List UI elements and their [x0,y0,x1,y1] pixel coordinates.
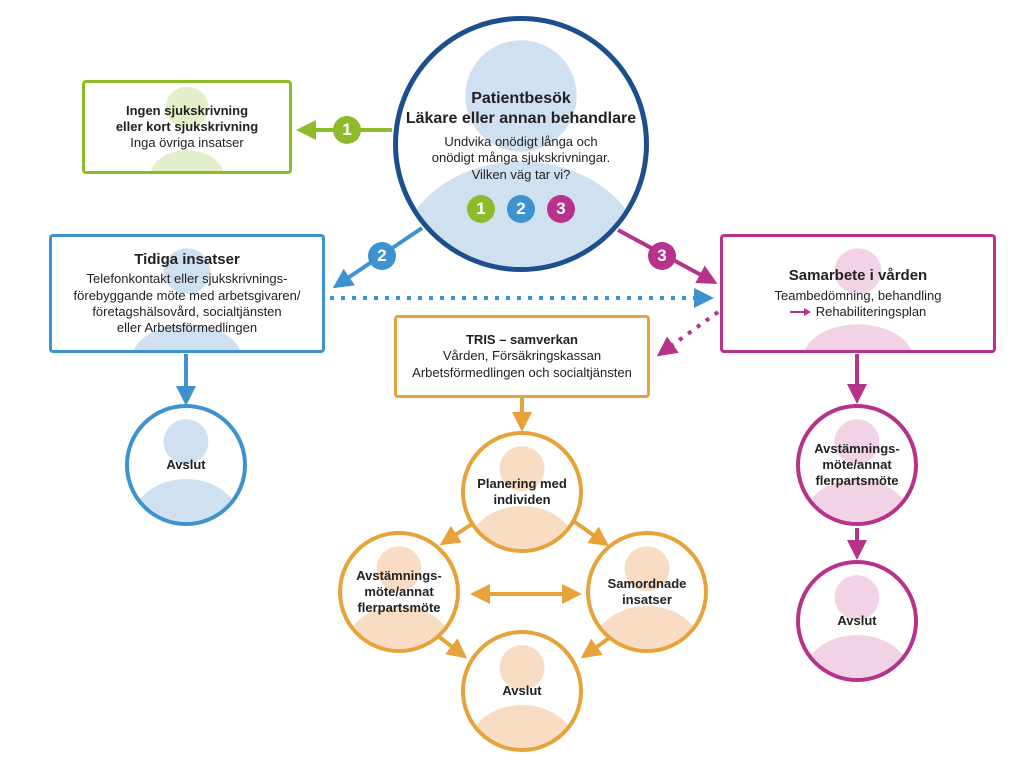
path-1-box: Ingen sjukskrivning eller kort sjukskriv… [82,80,292,174]
path-3-line-2-row: Rehabiliteringsplan [775,304,942,320]
path-2-number-badge: 2 [368,242,396,270]
tris-coordinated-circle: Samordnade insatser [586,531,708,653]
choice-badge-2: 2 [506,194,535,223]
tris-meeting-line-3: flerpartsmöte [357,600,441,616]
path-2-line-1: Telefonkontakt eller sjukskrivnings- [86,271,288,287]
path-3-meeting-circle: Avstämnings- möte/annat flerpartsmöte [796,404,918,526]
path-1-number-badge: 1 [333,116,361,144]
patient-visit-title: Patientbesök [471,90,571,108]
path-2-line-3: företagshälsovård, socialtjänsten [92,303,282,319]
patient-visit-circle: Patientbesök Läkare eller annan behandla… [393,16,649,272]
patient-visit-question: Vilken väg tar vi? [471,166,571,182]
arrow-meeting-to-end [436,634,468,659]
patient-visit-subtitle: Läkare eller annan behandlare [405,110,637,128]
tris-end-circle: Avslut [461,630,583,752]
path-1-title-2: eller kort sjukskrivning [115,118,259,134]
tris-line-1: Vården, Försäkringskassan [442,348,602,364]
path-3-line-1: Teambedömning, behandling [774,287,942,303]
arrow-right-icon [789,308,811,317]
tris-end-label: Avslut [502,682,542,698]
tris-box: TRIS – samverkan Vården, Försäkringskass… [394,315,650,398]
path-2-box: Tidiga insatser Telefonkontakt eller sju… [49,234,325,353]
path-3-title: Samarbete i vården [788,266,928,284]
path-3-number-badge: 3 [648,242,676,270]
path-2-line-4: eller Arbetsförmedlingen [116,320,258,336]
choice-badge-1: 1 [466,194,495,223]
tris-meeting-circle: Avstämnings- möte/annat flerpartsmöte [338,531,460,653]
path-2-title: Tidiga insatser [134,250,240,268]
patient-visit-line-2: onödigt många sjukskrivningar. [431,150,611,166]
path-3-meeting-line-2: möte/annat [822,456,892,472]
arrow-planning-to-coord [570,518,610,547]
path-choice-badges: 1 2 3 [406,194,636,223]
path-3-end-label: Avslut [837,612,877,628]
tris-coord-line-1: Samordnade [607,575,687,591]
tris-line-2: Arbetsförmedlingen och socialtjänsten [412,364,632,380]
path-3-meeting-line-1: Avstämnings- [814,440,900,456]
arrow-dotted-path-3-to-tris [656,310,720,357]
tris-meeting-line-2: möte/annat [364,583,434,599]
tris-title: TRIS – samverkan [465,332,578,348]
tris-planning-line-1: Planering med [477,475,567,491]
path-1-description: Inga övriga insatser [130,135,244,151]
path-1-title: Ingen sjukskrivning [125,102,249,118]
tris-planning-circle: Planering med individen [461,431,583,553]
path-3-meeting-line-3: flerpartsmöte [815,473,899,489]
tris-planning-line-2: individen [493,492,551,507]
choice-badge-3: 3 [546,194,575,223]
path-2-end-circle: Avslut [125,404,247,526]
path-2-line-2: förebyggande möte med arbetsgivaren/ [73,287,301,303]
path-3-line-2: Rehabiliteringsplan [815,303,927,319]
path-3-end-circle: Avslut [796,560,918,682]
path-2-end-label: Avslut [166,456,206,472]
path-3-box: Samarbete i vården Teambedömning, behand… [720,234,996,353]
tris-coord-line-2: insatser [622,592,672,607]
patient-visit-line-1: Undvika onödigt långa och [444,134,598,150]
tris-meeting-line-1: Avstämnings- [356,567,442,583]
